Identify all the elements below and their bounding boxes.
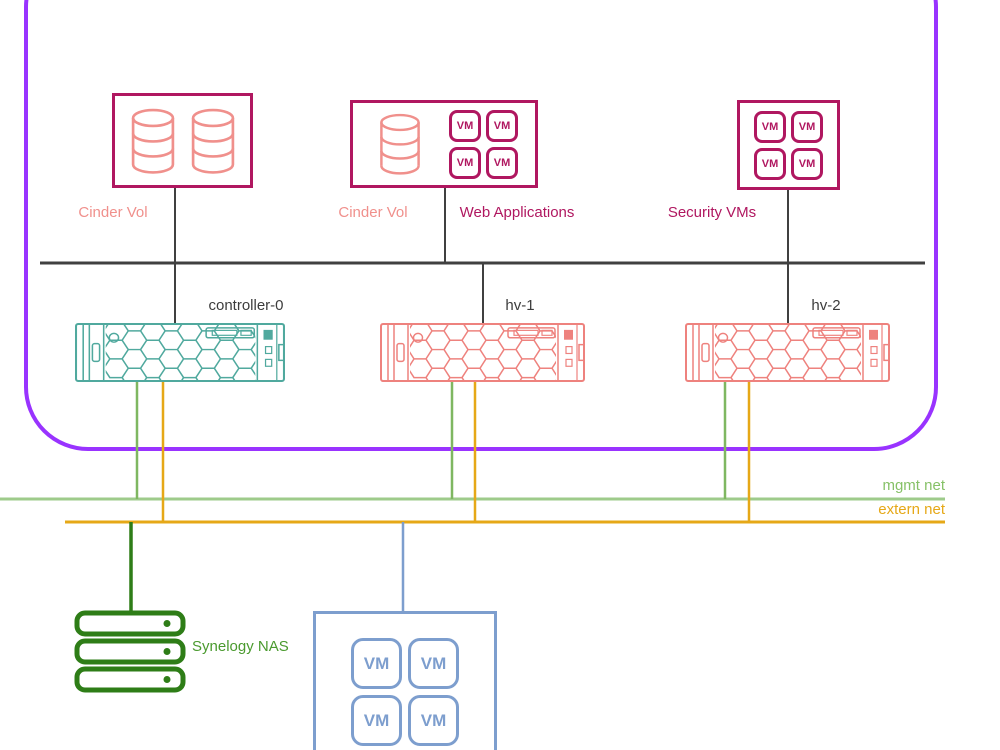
nas-icon[interactable] [74,610,186,694]
vm-icon[interactable]: VM [791,147,823,180]
hv-2-label: hv-2 [811,297,841,314]
cloud-boundary[interactable] [24,0,938,451]
vm-icon[interactable]: VM [351,695,402,746]
webapps-vm-grid: VM VM VM VM [449,109,518,179]
vm-icon[interactable]: VM [486,109,518,142]
vm-icon[interactable]: VM [351,638,402,689]
vm-icon[interactable]: VM [754,110,786,143]
security-vms-box[interactable]: VM VM VM VM [737,100,840,190]
hv-1-label: hv-1 [505,297,535,314]
security-vms-label: Security VMs [667,204,757,221]
server-controller-0-icon[interactable] [75,323,285,382]
mgmt-net-label: mgmt net [882,477,945,494]
cinder-vol-1-label: Cinder Vol [78,204,148,221]
synelogy-nas-label: Synelogy NAS [192,638,289,655]
vm-icon[interactable]: VM [791,110,823,143]
database-cylinder-icon [380,113,420,175]
cinder-vol-1-box[interactable] [112,93,253,188]
controller-0-label: controller-0 [208,297,284,314]
database-cylinder-icon [191,108,234,174]
vm-icon[interactable]: VM [408,695,459,746]
webapps-cinder-box[interactable]: VM VM VM VM [350,100,538,188]
vm-icon[interactable]: VM [408,638,459,689]
external-vm-box[interactable]: VM VM VM VM [313,611,497,750]
vm-icon[interactable]: VM [486,146,518,179]
database-cylinder-icon [131,108,174,174]
extern-net-label: extern net [878,501,945,518]
vm-icon[interactable]: VM [449,146,481,179]
vm-icon[interactable]: VM [449,109,481,142]
server-hv-2-icon[interactable] [685,323,890,382]
vm-icon[interactable]: VM [754,147,786,180]
server-hv-1-icon[interactable] [380,323,585,382]
web-applications-label: Web Applications [459,204,575,221]
external-vm-grid: VM VM VM VM [351,638,459,746]
security-vm-grid: VM VM VM VM [754,110,823,180]
cinder-vol-2-label: Cinder Vol [338,204,408,221]
